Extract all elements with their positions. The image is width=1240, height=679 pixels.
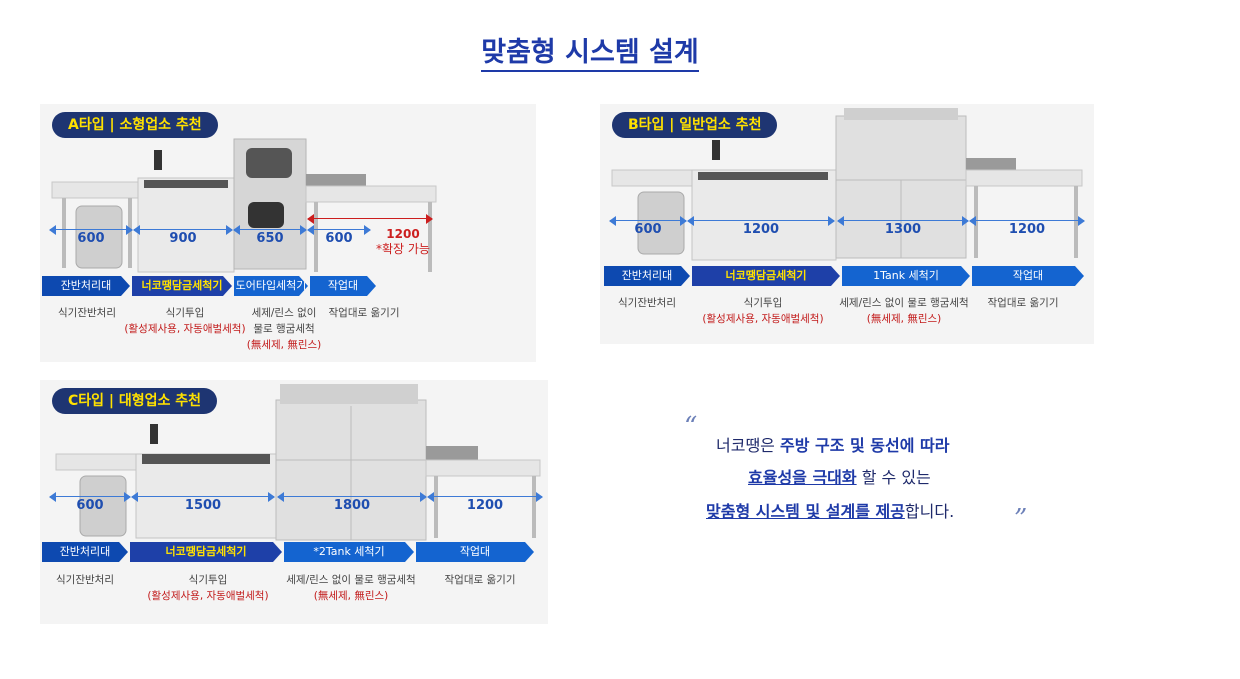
type-c-process-bar: 잔반처리대 너코땡담금세척기 *2Tank 세척기 작업대 [42, 542, 536, 562]
type-c-desc-3: 세제/린스 없이 물로 행굼세척(無세제, 無린스) [286, 574, 416, 602]
type-b-badge: B타입 | 일반업소 추천 [612, 112, 778, 138]
type-b-step-4: 작업대 [972, 266, 1084, 286]
type-c-badge: C타입 | 대형업소 추천 [52, 388, 218, 414]
type-b-process-bar: 잔반처리대 너코땡담금세척기 1Tank 세척기 작업대 [604, 266, 1086, 286]
type-c-dim-2: 1500 [131, 488, 275, 513]
type-b-desc-3: 세제/린스 없이 물로 행굼세척(無세제, 無린스) [839, 297, 969, 325]
page-title: 맞춤형 시스템 설계 [0, 30, 1180, 72]
quote-line-3: 맞춤형 시스템 및 설계를 제공합니다. [706, 502, 955, 521]
type-b-dim-1: 600 [609, 212, 687, 237]
quote-line-1: 너코땡은 주방 구조 및 동선에 따라 [716, 436, 950, 455]
type-c-desc-2: 식기투입(활성제사용, 자동애벌세척) [147, 574, 269, 602]
type-b-desc-2: 식기투입(활성제사용, 자동애벌세척) [702, 297, 824, 325]
type-b-dim-2: 1200 [687, 212, 835, 237]
type-a-extension-dim [307, 210, 433, 228]
type-a-desc-4: 작업대로 옮기기 [328, 307, 400, 319]
type-a-desc-1: 식기잔반처리 [58, 307, 116, 319]
type-c-step-1: 잔반처리대 [42, 542, 128, 562]
type-a-dim-3: 650 [233, 221, 307, 246]
type-c-desc-1: 식기잔반처리 [56, 574, 114, 586]
type-c-step-4: 작업대 [416, 542, 534, 562]
type-b-step-1: 잔반처리대 [604, 266, 690, 286]
type-c-desc-4: 작업대로 옮기기 [444, 574, 516, 586]
type-a-process-bar: 잔반처리대 너코땡담금세척기 도어타입세척기 작업대 [42, 276, 378, 296]
type-b-dim-3: 1300 [837, 212, 969, 237]
type-c-step-2: 너코땡담금세척기 [130, 542, 282, 562]
open-quote-icon: “ [684, 412, 698, 442]
type-b-dim-4: 1200 [969, 212, 1085, 237]
type-c-step-3: *2Tank 세척기 [284, 542, 414, 562]
type-b-desc-1: 식기잔반처리 [618, 297, 676, 309]
type-a-desc-2: 식기투입(활성제사용, 자동애벌세척) [124, 307, 246, 335]
close-quote-icon: ” [1014, 504, 1028, 534]
type-b-equipment-illustration [608, 104, 1086, 264]
type-a-step-2: 너코땡담금세척기 [132, 276, 232, 296]
type-a-badge: A타입 | 소형업소 추천 [52, 112, 218, 138]
type-a-dim-4: 600 [307, 221, 371, 246]
type-a-dim-1: 600 [49, 221, 133, 246]
type-c-dim-4: 1200 [427, 488, 543, 513]
type-c-dim-3: 1800 [277, 488, 427, 513]
type-b-desc-4: 작업대로 옮기기 [987, 297, 1059, 309]
type-b-step-3: 1Tank 세척기 [842, 266, 970, 286]
type-a-step-3: 도어타입세척기 [234, 276, 308, 296]
type-a-step-1: 잔반처리대 [42, 276, 130, 296]
type-a-extension-label: 1200*확장 가능 [376, 227, 430, 256]
type-a-dim-2: 900 [133, 221, 233, 246]
type-a-step-4: 작업대 [310, 276, 376, 296]
type-c-equipment-illustration [48, 380, 544, 542]
type-c-dim-1: 600 [49, 488, 131, 513]
type-b-step-2: 너코땡담금세척기 [692, 266, 840, 286]
quote-line-2: 효율성을 극대화 할 수 있는 [748, 468, 931, 487]
